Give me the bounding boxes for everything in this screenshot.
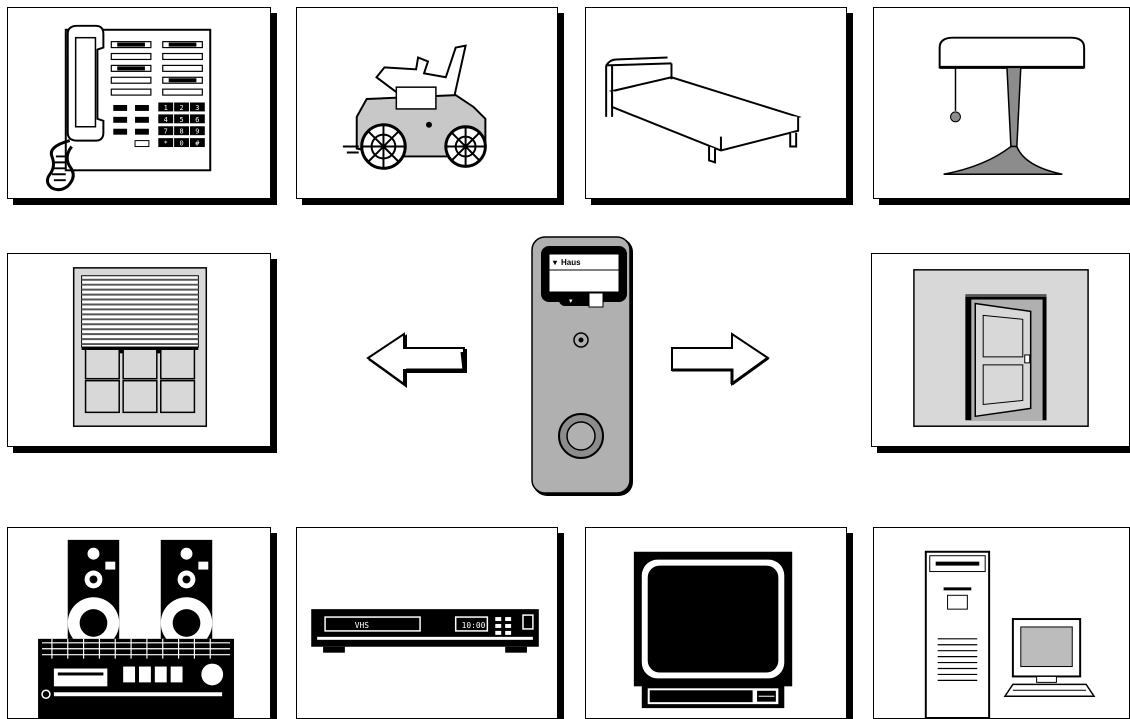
key-9[interactable]: 9	[195, 128, 199, 136]
door-card[interactable]	[871, 253, 1130, 447]
key-6[interactable]: 6	[195, 116, 199, 124]
phone-card[interactable]: 1 2 3 4 5 6 7 8 9 * 0 #	[7, 7, 271, 199]
window-blinds-icon	[72, 267, 208, 427]
tape-label: VHS	[355, 621, 370, 630]
computer-icon	[924, 550, 1096, 718]
tv-card[interactable]	[585, 527, 847, 719]
vcr-icon: VHS 10:00	[311, 609, 539, 653]
bed-card[interactable]	[585, 7, 847, 199]
lamp-card[interactable]	[873, 7, 1130, 199]
key-star[interactable]: *	[164, 140, 168, 148]
computer-card[interactable]	[873, 527, 1130, 719]
key-7[interactable]: 7	[164, 128, 168, 136]
tv-icon	[633, 551, 793, 709]
arrow-left-icon[interactable]	[364, 330, 470, 388]
stereo-icon	[38, 539, 234, 718]
bed-icon	[605, 56, 802, 164]
key-1[interactable]: 1	[164, 104, 168, 112]
hifi-card[interactable]	[7, 527, 271, 719]
remote-control[interactable]: ▾ Haus ▾	[531, 236, 637, 500]
key-hash[interactable]: #	[195, 140, 200, 148]
phone-icon: 1 2 3 4 5 6 7 8 9 * 0 #	[45, 24, 212, 192]
key-4[interactable]: 4	[164, 116, 168, 124]
selector-marker[interactable]: ▾	[569, 298, 573, 305]
blinds-card[interactable]	[7, 253, 271, 447]
key-3[interactable]: 3	[195, 104, 199, 112]
wheelchair-icon	[342, 44, 487, 170]
key-2[interactable]: 2	[179, 104, 183, 112]
door-icon	[913, 269, 1089, 427]
key-5[interactable]: 5	[179, 116, 183, 124]
vcr-card[interactable]: VHS 10:00	[296, 527, 558, 719]
display-marker: ▾	[552, 258, 558, 267]
wheelchair-card[interactable]	[296, 7, 558, 199]
lamp-icon	[938, 36, 1086, 175]
display-label: Haus	[561, 258, 581, 267]
time-display: 10:00	[462, 621, 486, 630]
key-8[interactable]: 8	[179, 128, 183, 136]
arrow-right-icon[interactable]	[666, 330, 772, 388]
key-0[interactable]: 0	[179, 140, 183, 148]
